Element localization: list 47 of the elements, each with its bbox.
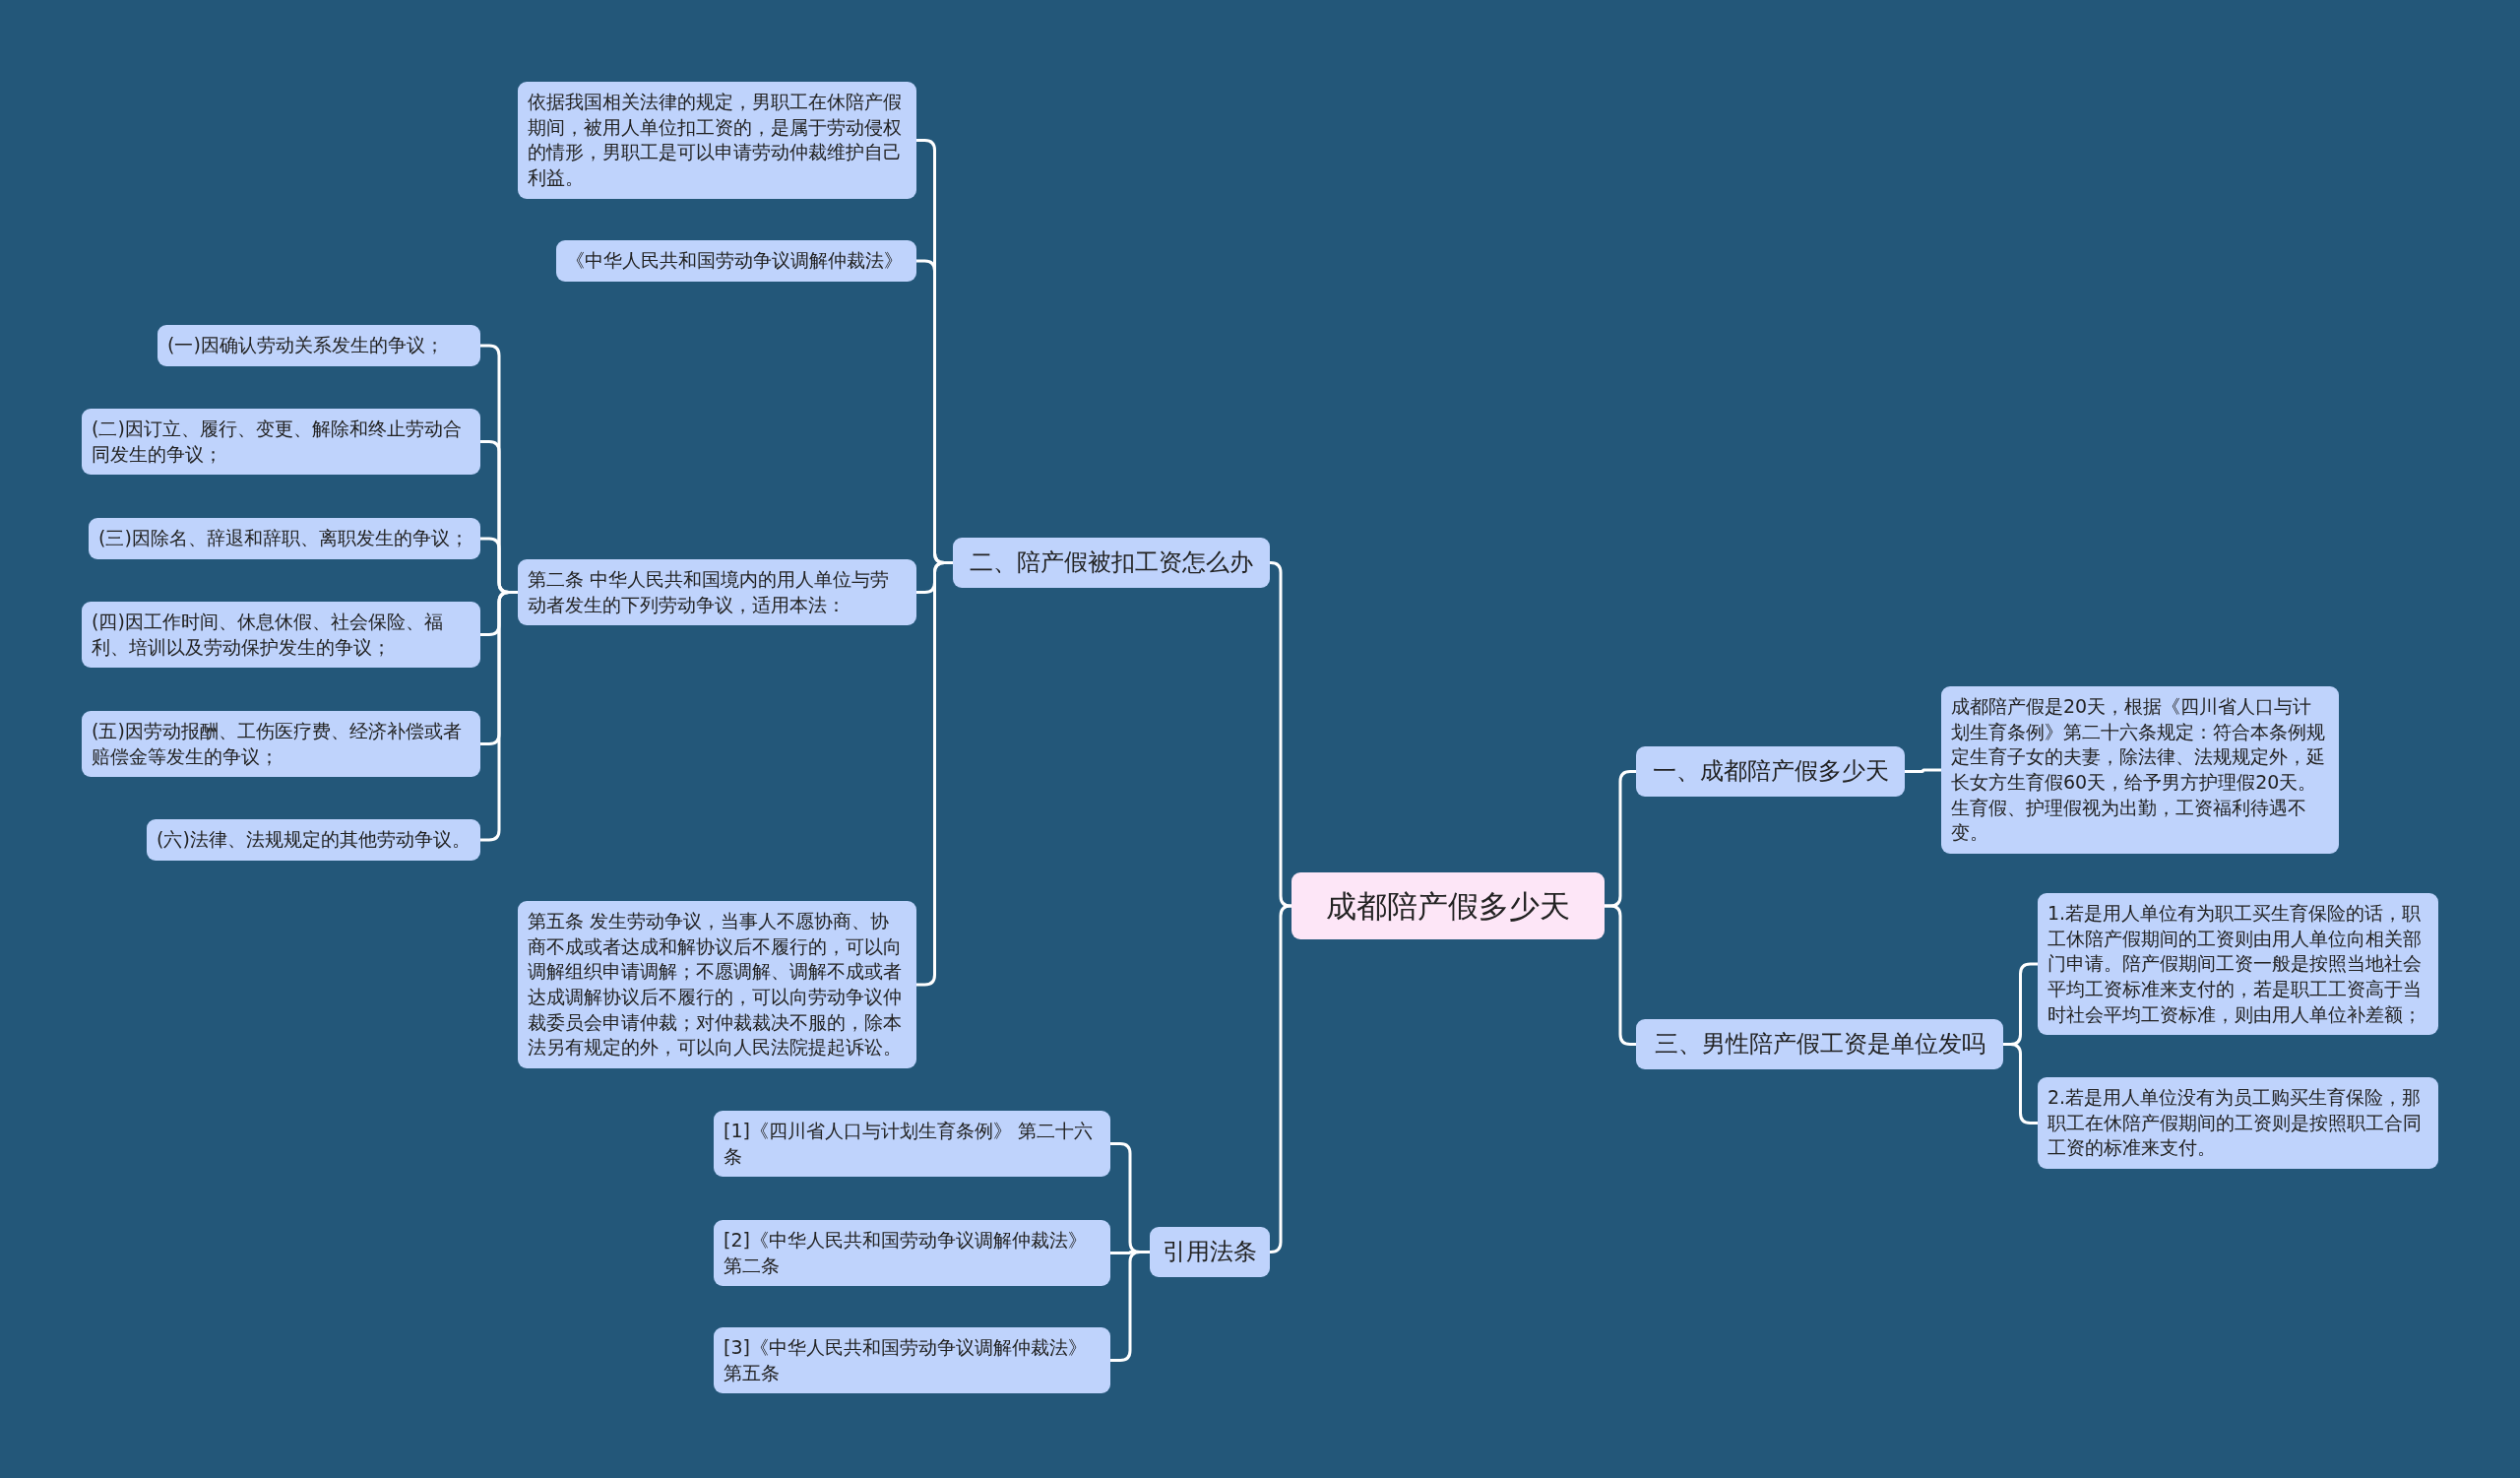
subtopic-text: 第二条 中华人民共和国境内的用人单位与劳动者发生的下列劳动争议，适用本法： <box>528 567 891 617</box>
subtopic-box <box>2038 1077 2438 1169</box>
subtopic-text: 依据我国相关法律的规定，男职工在休陪产假期间，被用人单位扣工资的，是属于劳动侵权的情形，男职工是可以申请劳动仲裁维护自己利益。 <box>528 90 903 190</box>
detail-box <box>147 819 480 861</box>
main-topic-box <box>1636 1019 2003 1070</box>
subtopic-box <box>714 1327 1110 1394</box>
subtopic-box <box>2038 893 2438 1036</box>
main-topic-box <box>953 538 1270 589</box>
subtopic-text: 《中华人民共和国劳动争议调解仲裁法》 <box>566 248 904 273</box>
main-topic-text: 二、陪产假被扣工资怎么办 <box>969 547 1254 578</box>
main-topic-box <box>1636 746 1905 798</box>
detail-box <box>89 518 480 559</box>
central-topic-box <box>1292 872 1605 940</box>
connector-line <box>1110 1251 1150 1362</box>
main-topic-text: 一、成都陪产假多少天 <box>1651 756 1890 787</box>
detail-text: (五)因劳动报酬、工伤医疗费、经济补偿或者赔偿金等发生的争议； <box>92 719 463 769</box>
main-topic-box <box>1150 1227 1270 1278</box>
subtopic-box <box>714 1220 1110 1287</box>
detail-box <box>82 711 480 778</box>
detail-text: (六)法律、法规规定的其他劳动争议。 <box>157 827 471 852</box>
connector-line <box>916 561 953 987</box>
subtopic-text: [2]《中华人民共和国劳动争议调解仲裁法》第二条 <box>724 1228 1088 1278</box>
subtopic-text: 第五条 发生劳动争议，当事人不愿协商、协商不成或者达成和解协议后不履行的，可以向调解组织申请调解；不愿调解、调解不成或者达成调解协议后不履行的，可以向劳动争议仲裁委员会申请仲裁；对仲裁裁决不服的，除本法另有规定的外，可以向人民法院提起诉讼。 <box>528 909 903 1060</box>
subtopic-box <box>518 82 916 199</box>
main-topic-text: 引用法条 <box>1162 1237 1258 1267</box>
detail-text: (三)因除名、辞退和辞职、离职发生的争议； <box>98 526 470 550</box>
subtopic-text: 成都陪产假是20天，根据《四川省人口与计划生育条例》第二十六条规定：符合本条例规定生育子女的夫妻，除法律、法规规定外，延长女方生育假60天，给予男方护理假20天。生育假、护理假视为出勤，工资福利待遇不变。 <box>1951 694 2326 846</box>
connector-line <box>1905 768 1941 773</box>
connector-line <box>1269 561 1292 908</box>
detail-text: (一)因确认劳动关系发生的争议； <box>167 333 445 357</box>
subtopic-text: [3]《中华人民共和国劳动争议调解仲裁法》第五条 <box>724 1335 1088 1385</box>
subtopic-box <box>556 240 916 282</box>
subtopic-text: 1.若是用人单位有为职工买生育保险的话，职工休陪产假期间的工资则由用人单位向相关部门申请。陪产假期间工资一般是按照当地社会平均工资标准来支付的，若是职工工资高于当时社会平均工资标准，则由用人单位补差额； <box>2048 901 2423 1027</box>
connector-line <box>1605 904 1636 1046</box>
detail-text: (二)因订立、履行、变更、解除和终止劳动合同发生的争议； <box>92 417 463 467</box>
connector-line <box>1269 904 1292 1253</box>
connector-line <box>480 591 518 842</box>
detail-box <box>82 409 480 476</box>
subtopic-text: 2.若是用人单位没有为员工购买生育保险，那职工在休陪产假期间的工资则是按照职工合同工资的标准来支付。 <box>2048 1085 2423 1161</box>
subtopic-box <box>714 1111 1110 1178</box>
central-topic-text: 成都陪产假多少天 <box>1325 887 1571 926</box>
subtopic-box <box>518 559 916 626</box>
subtopic-text: [1]《四川省人口与计划生育条例》 第二十六条 <box>724 1119 1094 1169</box>
detail-box <box>158 325 480 366</box>
main-topic-text: 三、男性陪产假工资是单位发吗 <box>1653 1029 1986 1060</box>
detail-text: (四)因工作时间、休息休假、社会保险、福利、培训以及劳动保护发生的争议； <box>92 610 444 660</box>
detail-box <box>82 602 480 669</box>
